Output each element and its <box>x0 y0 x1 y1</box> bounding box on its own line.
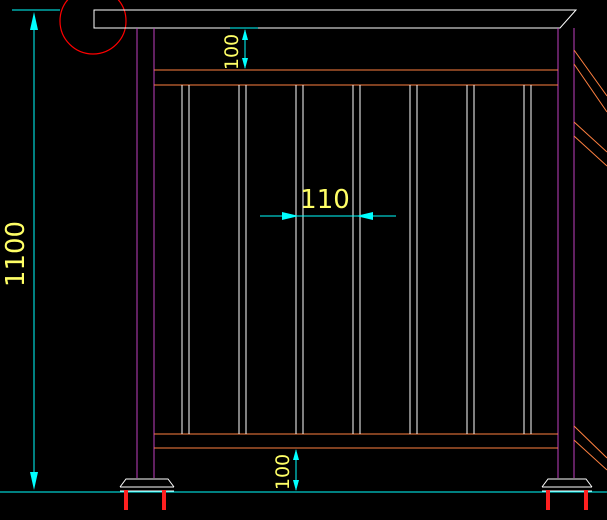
anchor-bolt <box>162 490 166 510</box>
anchor-bolt <box>584 490 588 510</box>
baluster <box>181 85 190 434</box>
baluster <box>238 85 247 434</box>
baluster <box>409 85 418 434</box>
stair-hatching <box>573 49 607 471</box>
lower-rail <box>154 433 558 449</box>
anchor-bolt <box>124 490 128 510</box>
baluster <box>466 85 475 434</box>
baluster-spacing-label: 110 <box>300 185 350 215</box>
balusters <box>181 85 532 434</box>
top-gap-dimension: 100 <box>221 27 258 70</box>
total-height-label: 1100 <box>1 221 31 287</box>
detail-callout-circle <box>59 0 127 55</box>
top-gap-label: 100 <box>221 34 243 70</box>
right-post <box>557 28 575 478</box>
total-height-dimension: 1100 <box>1 9 60 490</box>
upper-rail <box>154 69 558 86</box>
baluster <box>523 85 532 434</box>
left-base-plate <box>119 478 175 510</box>
right-base-plate <box>541 478 593 510</box>
handrail <box>93 9 578 29</box>
baluster <box>352 85 361 434</box>
baluster-spacing-dimension: 110 <box>260 185 396 220</box>
left-post <box>136 28 155 478</box>
baluster <box>295 85 304 434</box>
bottom-gap-label: 100 <box>272 454 294 490</box>
bottom-gap-dimension: 100 <box>272 449 299 491</box>
anchor-bolt <box>546 490 550 510</box>
